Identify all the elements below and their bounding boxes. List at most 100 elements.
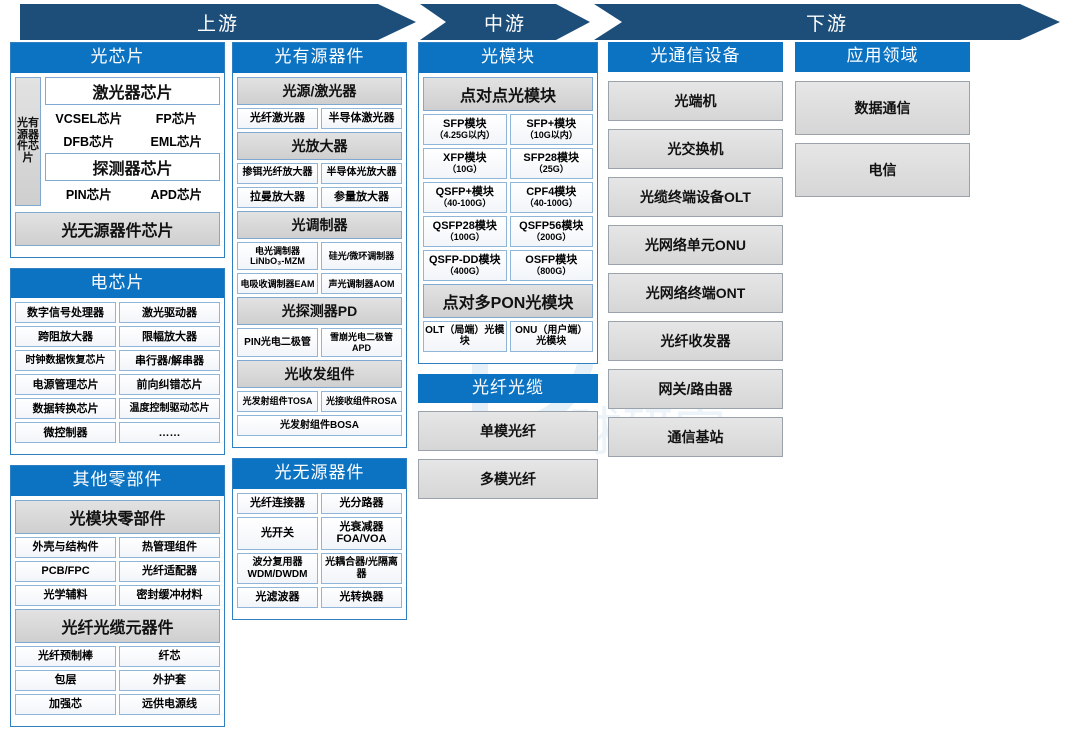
list-item: …… [119, 422, 220, 444]
module-spec: （40-100G） [438, 198, 492, 209]
banner-midstream: 中游 [420, 4, 590, 40]
list-item: 数据转换芯片 [15, 398, 116, 420]
list-item: 光纤适配器 [119, 561, 220, 583]
laser-chip-fp: FP芯片 [155, 111, 197, 126]
list-item: 单模光纤 [418, 411, 598, 452]
table-row: 包层 外护套 [15, 670, 220, 692]
table-row: 掺铒光纤放大器 半导体光放大器 [237, 162, 402, 184]
table-row: 光发射组件TOSA 光接收组件ROSA [237, 391, 402, 413]
stage-banners: 上游 中游 下游 [0, 0, 1080, 42]
column-optical-module: 光模块 点对点光模块 SFP模块 （4.25G以内） SFP+模块 （10G以内… [418, 42, 598, 509]
list-item: QSFP56模块 （200G） [509, 215, 593, 247]
banner-midstream-label: 中游 [483, 13, 526, 35]
list-item: 光转换器 [321, 587, 402, 609]
group-optical-chip: 光芯片 光有源器件芯片 激光器芯片 VCSEL芯片 FP芯片 DFB芯片 [10, 42, 225, 258]
table-row: 外壳与结构件 热管理组件 [15, 537, 220, 559]
subheader-module-parts: 光模块零部件 [15, 500, 220, 535]
group-electric-chip-title: 电芯片 [11, 268, 224, 299]
list-item: 光发射组件BOSA [237, 415, 402, 437]
group-passive-devices-title: 光无源器件 [233, 459, 406, 489]
list-item: OSFP模块 （800G） [509, 249, 593, 281]
list-item: 跨阻放大器 [15, 326, 116, 348]
table-row: 光滤波器 光转换器 [237, 587, 402, 609]
subheader-light-source: 光源/激光器 [237, 76, 402, 105]
list-item: 光滤波器 [237, 587, 318, 609]
module-spec: （10G以内） [524, 130, 578, 141]
list-item: SFP模块 （4.25G以内） [423, 113, 507, 145]
table-row: 数据转换芯片 温度控制驱动芯片 [15, 398, 220, 420]
group-comm-equipment-title: 光通信设备 [608, 42, 783, 72]
subheader-photodetector: 光探测器PD [237, 297, 402, 326]
list-item: XFP模块 （10G） [423, 147, 507, 179]
list-item: 光网络终端ONT [608, 272, 783, 313]
list-item: 光学辅料 [15, 585, 116, 607]
list-item: 光纤预制棒 [15, 646, 116, 668]
list-item: 电信 [795, 142, 970, 197]
list-item: 温度控制驱动芯片 [119, 398, 220, 420]
subheader-transceiver-assembly: 光收发组件 [237, 360, 402, 389]
column-comm-equipment: 光通信设备 光端机 光交换机 光缆终端设备OLT 光网络单元ONU 光网络终端O… [608, 42, 783, 467]
module-spec: （10G） [447, 164, 483, 175]
module-spec: （800G） [531, 266, 572, 277]
group-comm-equipment: 光通信设备 光端机 光交换机 光缆终端设备OLT 光网络单元ONU 光网络终端O… [608, 42, 783, 457]
module-name: QSFP-DD模块 [429, 253, 501, 266]
list-item: ONU（用户端）光模块 [509, 320, 593, 352]
list-item: 光发射组件TOSA [237, 391, 318, 413]
banner-downstream: 下游 [594, 4, 1060, 40]
group-optical-chip-title: 光芯片 [11, 43, 224, 73]
list-item: 串行器/解串器 [119, 350, 220, 372]
laser-chip-eml: EML芯片 [150, 134, 202, 149]
table-row: 跨阻放大器 限幅放大器 [15, 326, 220, 348]
column-optical-chip: 光芯片 光有源器件芯片 激光器芯片 VCSEL芯片 FP芯片 DFB芯片 [10, 42, 225, 737]
module-name: QSFP56模块 [519, 219, 584, 232]
table-row: 数字信号处理器 激光驱动器 [15, 302, 220, 324]
table-row: 光纤连接器 光分路器 [237, 492, 402, 514]
laser-chip-row-2: DFB芯片 EML芯片 [45, 130, 220, 151]
group-other-parts-title: 其他零部件 [11, 466, 224, 497]
list-item: 光纤收发器 [608, 320, 783, 361]
table-row: OLT（局端）光模块 ONU（用户端）光模块 [423, 320, 593, 352]
list-item: 包层 [15, 670, 116, 692]
module-name: QSFP+模块 [435, 185, 494, 198]
table-row: PCB/FPC 光纤适配器 [15, 561, 220, 583]
module-spec: （100G） [444, 232, 485, 243]
optical-active-chip-block: 光有源器件芯片 激光器芯片 VCSEL芯片 FP芯片 DFB芯片 EML芯片 [15, 76, 220, 206]
optical-active-chip-vertical-label: 光有源器件芯片 [15, 76, 41, 206]
banner-upstream: 上游 [20, 4, 416, 40]
list-item: 前向纠错芯片 [119, 374, 220, 396]
detector-chip-apd: APD芯片 [150, 187, 202, 202]
laser-chip-dfb: DFB芯片 [63, 134, 115, 149]
list-item: OLT（局端）光模块 [423, 320, 507, 352]
subheader-point-to-point: 点对点光模块 [423, 76, 593, 111]
table-row: QSFP28模块 （100G） QSFP56模块 （200G） [423, 215, 593, 247]
group-optical-module-title: 光模块 [419, 43, 597, 73]
subheader-fiber-parts: 光纤光缆元器件 [15, 609, 220, 644]
module-name: CPF4模块 [526, 185, 577, 198]
table-row: 光学辅料 密封缓冲材料 [15, 585, 220, 607]
list-item: PIN光电二极管 [237, 328, 318, 358]
group-fiber-cable: 光纤光缆 单模光纤 多模光纤 [418, 373, 598, 500]
table-row: PIN光电二极管 雪崩光电二极管APD [237, 328, 402, 358]
list-item: 数据通信 [795, 80, 970, 135]
list-item: QSFP28模块 （100G） [423, 215, 507, 247]
module-name: QSFP28模块 [432, 219, 497, 232]
list-item: PCB/FPC [15, 561, 116, 583]
table-row: QSFP-DD模块 （400G） OSFP模块 （800G） [423, 249, 593, 281]
list-item: SFP+模块 （10G以内） [509, 113, 593, 145]
table-row: 微控制器 …… [15, 422, 220, 444]
table-row: 电吸收调制器EAM 声光调制器AOM [237, 273, 402, 295]
list-item: 光缆终端设备OLT [608, 176, 783, 217]
laser-chip-header: 激光器芯片 [45, 76, 220, 105]
module-name: OSFP模块 [525, 253, 578, 266]
banner-downstream-label: 下游 [805, 13, 848, 35]
list-item: 光交换机 [608, 128, 783, 169]
list-item: 数字信号处理器 [15, 302, 116, 324]
list-item: 光纤激光器 [237, 107, 318, 129]
module-spec: （40-100G） [524, 198, 578, 209]
group-active-devices-title: 光有源器件 [233, 43, 406, 73]
subheader-modulator: 光调制器 [237, 210, 402, 239]
list-item: 限幅放大器 [119, 326, 220, 348]
list-item: 掺铒光纤放大器 [237, 162, 318, 184]
group-other-parts: 其他零部件 光模块零部件 外壳与结构件 热管理组件 PCB/FPC 光纤适配器 … [10, 465, 225, 728]
list-item: 雪崩光电二极管APD [321, 328, 402, 358]
